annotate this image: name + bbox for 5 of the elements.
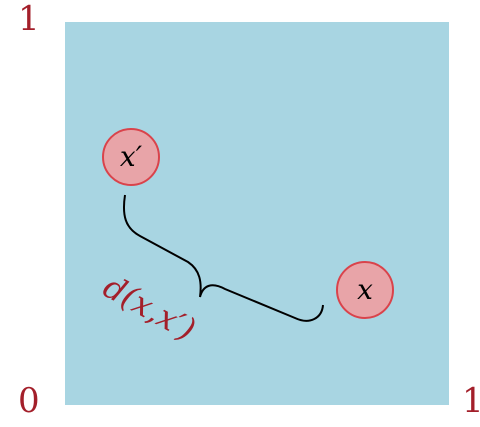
axis-tick-label: 1: [462, 384, 480, 418]
point-label: x: [357, 276, 373, 304]
axis-tick-label: 1: [18, 2, 40, 36]
point-label: x′: [120, 143, 142, 171]
axis-tick-label: 0: [18, 384, 40, 418]
